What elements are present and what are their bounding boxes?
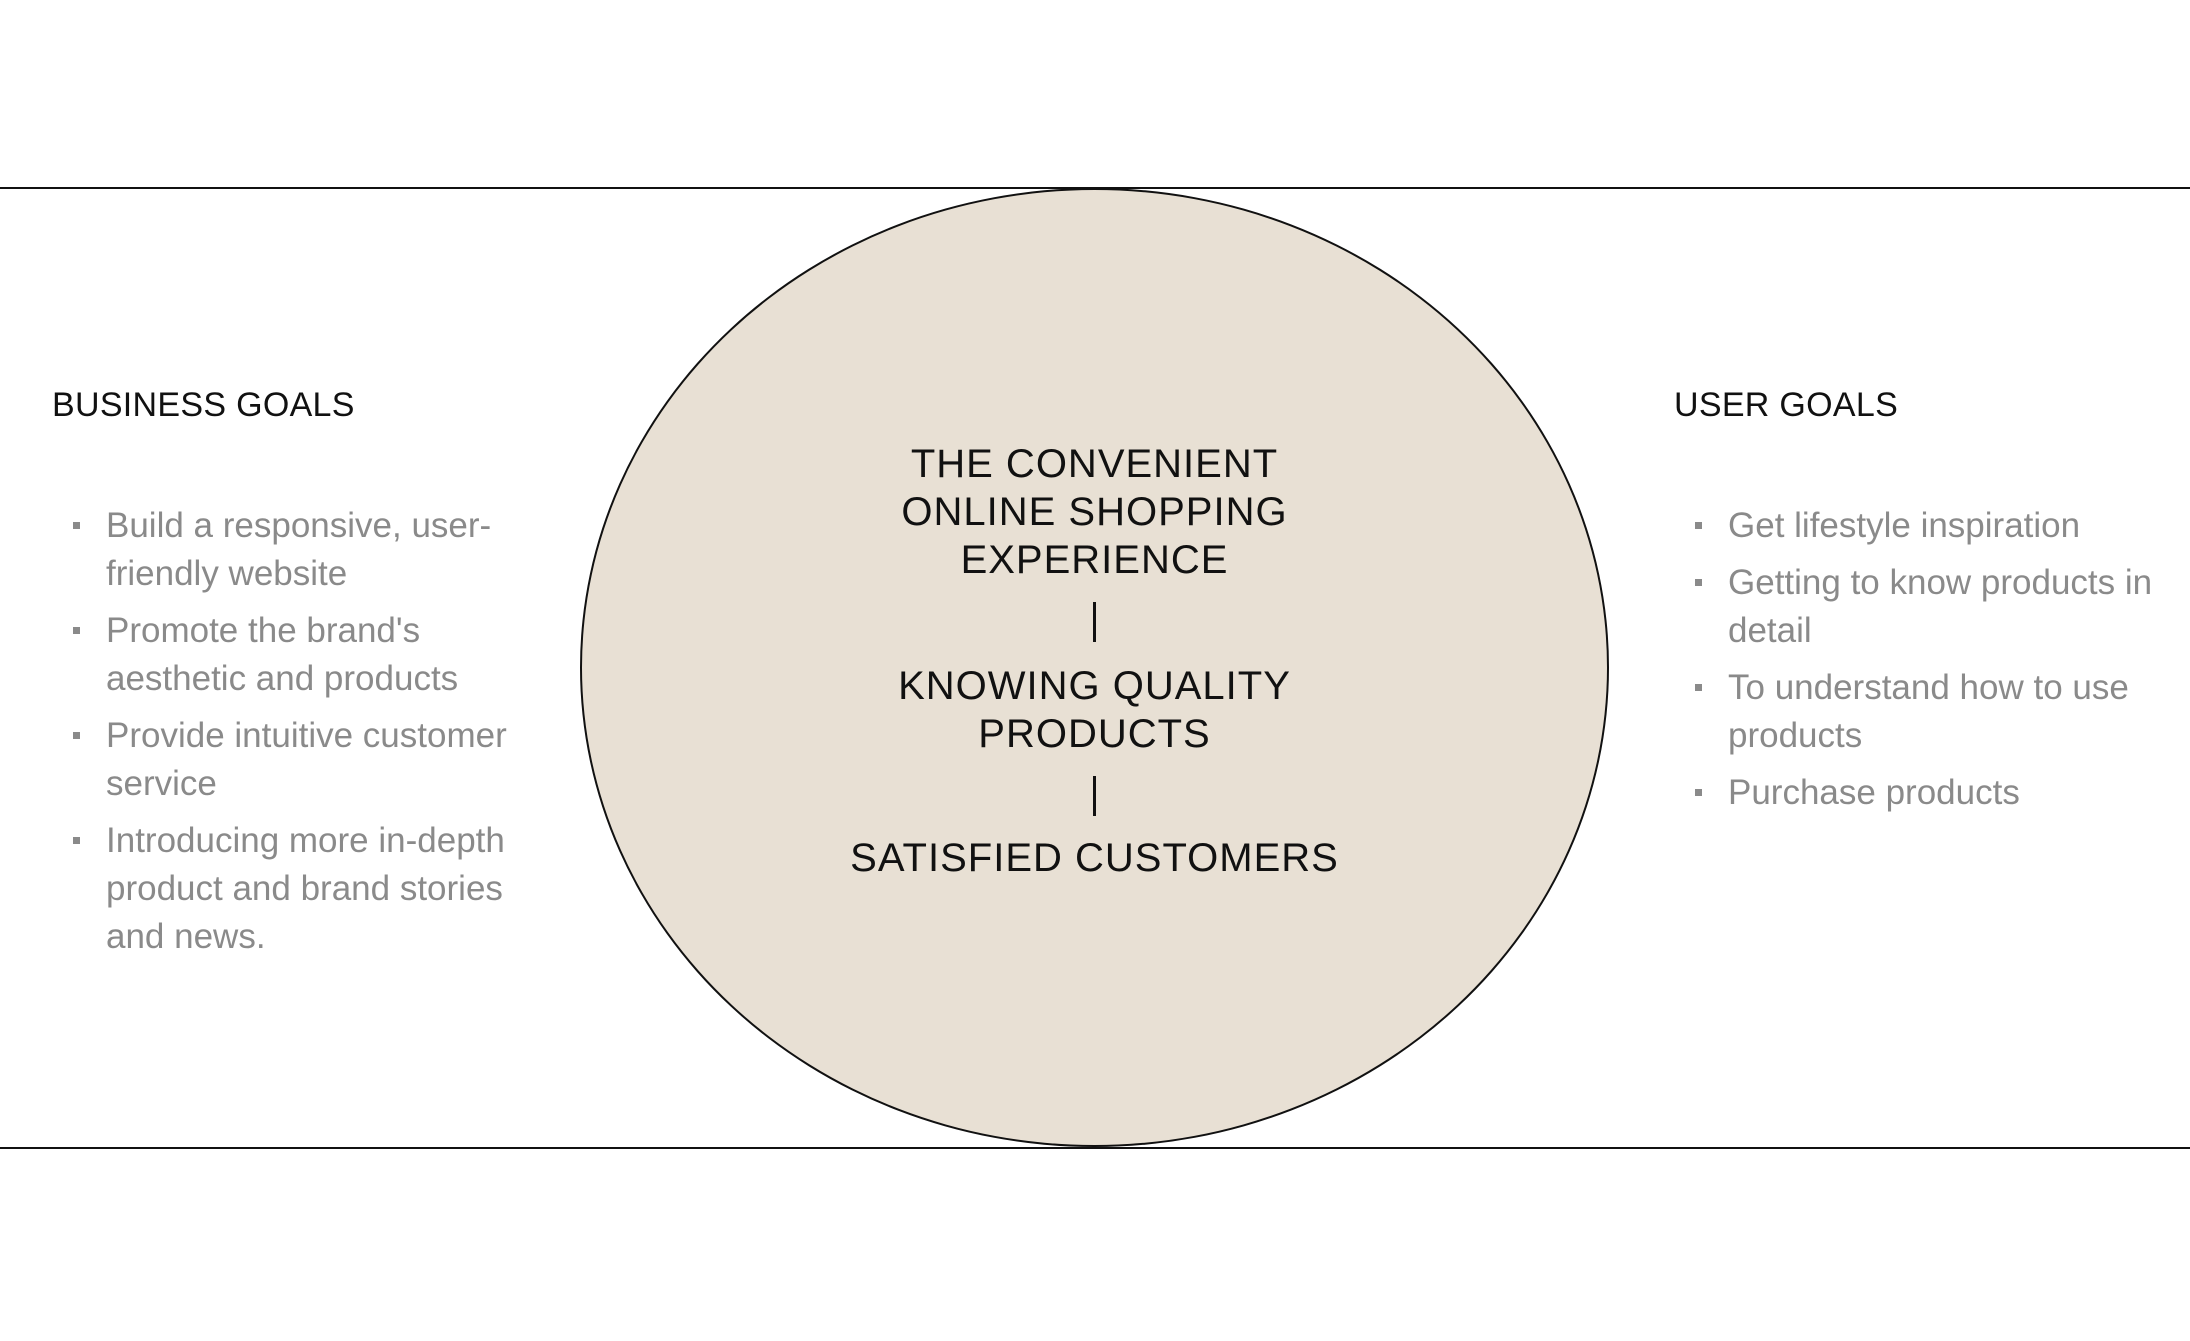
square-bullet-icon: [1695, 522, 1702, 529]
square-bullet-icon: [73, 837, 80, 844]
business-goal-text: Introducing more in-depth product and br…: [106, 821, 505, 956]
business-goals-title: BUSINESS GOALS: [52, 386, 355, 424]
square-bullet-icon: [73, 627, 80, 634]
business-goal-item: Introducing more in-depth product and br…: [70, 817, 530, 961]
center-item-quality-products: KNOWING QUALITY PRODUCTS: [898, 664, 1291, 756]
center-hierarchy: THE CONVENIENT ONLINE SHOPPING EXPERIENC…: [580, 440, 1609, 882]
business-goal-text: Promote the brand's aesthetic and produc…: [106, 611, 459, 698]
user-goal-item: Purchase products: [1692, 769, 2162, 817]
business-goal-item: Provide intuitive customer service: [70, 712, 530, 808]
bottom-divider-line: [0, 1147, 2190, 1149]
square-bullet-icon: [73, 522, 80, 529]
user-goal-text: Getting to know products in detail: [1728, 563, 2153, 650]
connector-line: [1093, 602, 1096, 642]
user-goal-item: To understand how to use products: [1692, 664, 2162, 760]
business-goal-text: Build a responsive, user-friendly websit…: [106, 506, 492, 593]
center-item-experience: THE CONVENIENT ONLINE SHOPPING EXPERIENC…: [901, 442, 1288, 582]
business-goal-item: Build a responsive, user-friendly websit…: [70, 502, 530, 598]
square-bullet-icon: [73, 732, 80, 739]
user-goals-list: Get lifestyle inspiration Getting to kno…: [1692, 502, 2162, 826]
square-bullet-icon: [1695, 684, 1702, 691]
user-goal-item: Getting to know products in detail: [1692, 559, 2162, 655]
square-bullet-icon: [1695, 789, 1702, 796]
business-goal-item: Promote the brand's aesthetic and produc…: [70, 607, 530, 703]
user-goal-item: Get lifestyle inspiration: [1692, 502, 2162, 550]
user-goals-title: USER GOALS: [1674, 386, 1899, 424]
central-ellipse: [580, 188, 1609, 1147]
user-goal-text: Get lifestyle inspiration: [1728, 506, 2081, 545]
user-goal-text: To understand how to use products: [1728, 668, 2129, 755]
business-goals-list: Build a responsive, user-friendly websit…: [70, 502, 530, 970]
business-goal-text: Provide intuitive customer service: [106, 716, 507, 803]
center-item-satisfied-customers: SATISFIED CUSTOMERS: [850, 836, 1339, 880]
user-goal-text: Purchase products: [1728, 773, 2020, 812]
connector-line: [1093, 776, 1096, 816]
square-bullet-icon: [1695, 579, 1702, 586]
